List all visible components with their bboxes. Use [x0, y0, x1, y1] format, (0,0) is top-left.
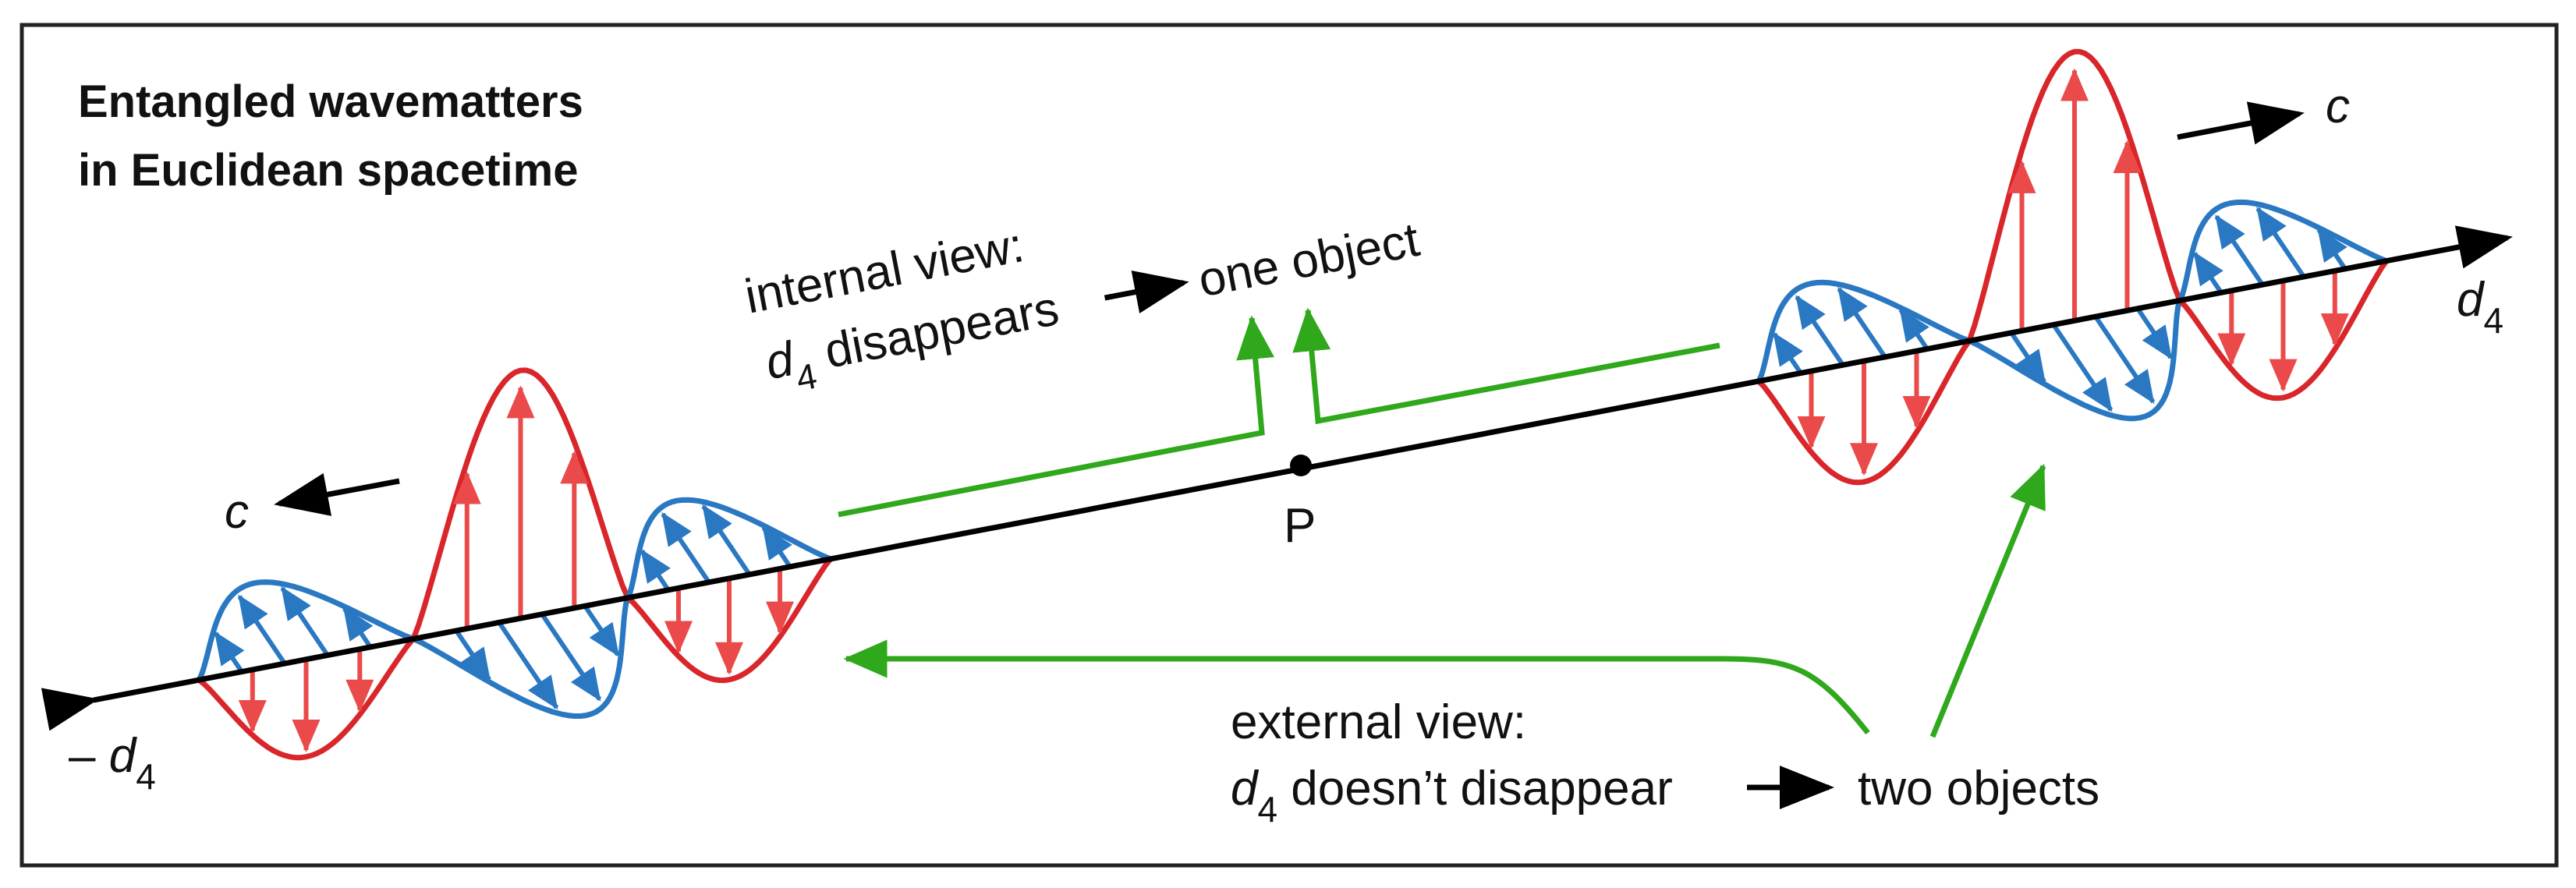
blue-field-arrow	[2214, 214, 2265, 286]
internal-view-connector-left	[838, 315, 1275, 518]
internal-view-connector-right	[1292, 307, 1720, 425]
left-speed-label: c	[225, 485, 249, 539]
blue-field-arrow	[2051, 323, 2114, 412]
title-line-1: Entangled wavematters	[78, 76, 583, 127]
blue-field-arrow	[540, 613, 602, 702]
external-view-line-2: d4 doesn’t disappear	[1231, 762, 1673, 830]
red-wave-lobe-3	[1966, 48, 2183, 342]
point-p-label: P	[1284, 499, 1316, 553]
external-view-line-1: external view:	[1231, 695, 1526, 749]
blue-field-arrow	[661, 511, 711, 584]
blue-field-arrow	[2192, 251, 2223, 294]
left-speed-arrow	[274, 472, 400, 516]
d4-negative-label: – d4	[69, 729, 156, 797]
blue-field-arrow	[1795, 295, 1845, 366]
left-wavematter	[196, 367, 833, 761]
blue-field-arrow	[1772, 331, 1803, 375]
blue-field-arrow	[237, 594, 287, 665]
blue-field-arrow	[214, 631, 245, 674]
internal-view-arrow	[1104, 271, 1189, 314]
diagram-border	[19, 23, 2559, 868]
point-p-dot	[1290, 455, 1312, 476]
external-view-connector-right	[1929, 463, 2046, 738]
internal-view-caption: internal view: d4 disappears one object	[741, 213, 1423, 398]
title-line-2: in Euclidean spacetime	[78, 145, 578, 196]
blue-field-arrow	[2093, 315, 2156, 404]
external-view-connector-left	[843, 639, 1870, 735]
right-speed-label: c	[2326, 80, 2350, 133]
blue-field-arrow	[2135, 307, 2173, 360]
internal-view-result: one object	[1194, 213, 1423, 307]
blue-field-arrow	[640, 549, 671, 592]
blue-field-arrow	[583, 604, 620, 657]
d4-positive-label: d4	[2457, 273, 2503, 341]
external-view-result: two objects	[1858, 762, 2099, 815]
right-speed-arrow	[2177, 101, 2305, 145]
